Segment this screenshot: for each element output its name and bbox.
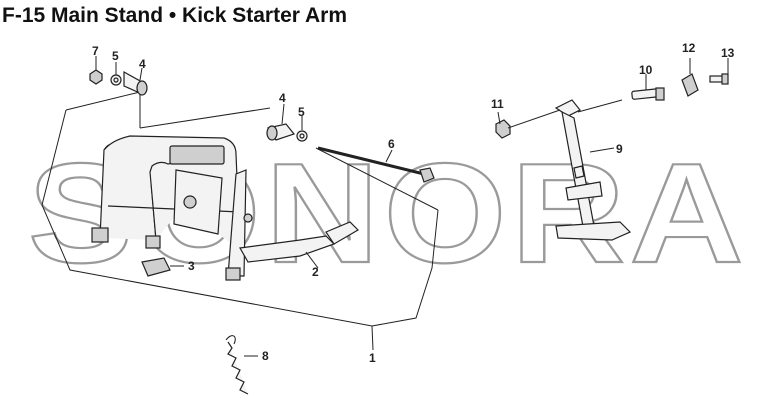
page-title: F-15 Main Stand • Kick Starter Arm: [2, 4, 347, 27]
callout-8: 8: [262, 349, 269, 363]
callout-5: 5: [298, 105, 305, 119]
kick-starter-arm: [495, 58, 729, 241]
main-stand: [91, 135, 359, 281]
callout-12: 12: [682, 41, 696, 55]
callout-3: 3: [188, 259, 195, 273]
callout-11: 11: [491, 97, 504, 111]
callout-13: 13: [721, 46, 735, 60]
callout-1: 1: [369, 351, 376, 365]
callout-4: 4: [279, 91, 286, 105]
callout-5: 5: [112, 49, 119, 63]
rubber-block: [141, 257, 184, 277]
pivot-bolt: [317, 146, 435, 183]
middle-hardware: [266, 103, 308, 142]
left-hardware: [89, 56, 148, 96]
callout-labels: 1 2 3 4 4 5 5 6 7 8 9 10 11 12 13: [92, 41, 735, 365]
callout-7: 7: [92, 44, 99, 58]
callout-4: 4: [139, 57, 146, 71]
callout-10: 10: [639, 63, 653, 77]
callout-6: 6: [388, 137, 395, 151]
spring: [225, 335, 258, 395]
callout-9: 9: [616, 142, 623, 156]
callout-2: 2: [312, 265, 319, 279]
